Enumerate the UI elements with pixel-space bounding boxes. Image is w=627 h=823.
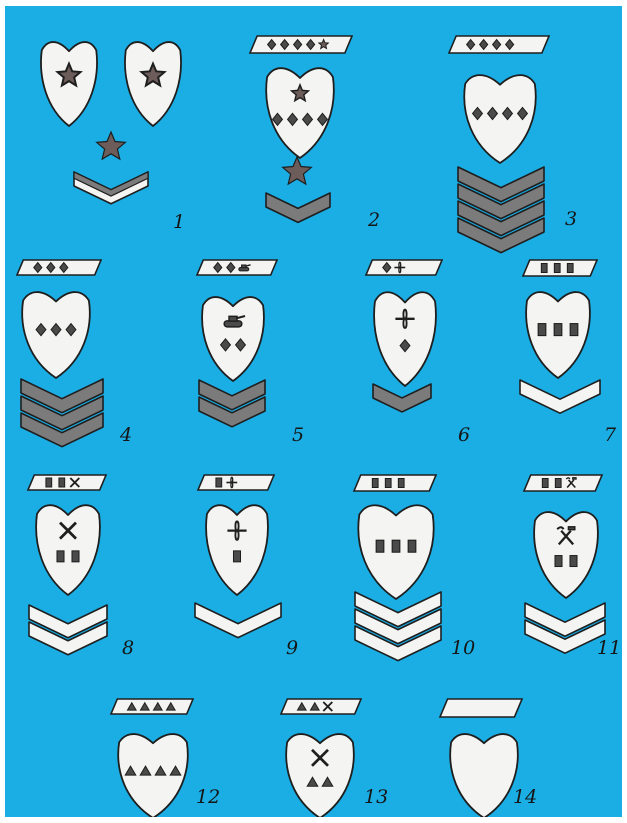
chevron-stripe: [266, 193, 330, 222]
shoulder-board-shield: [534, 512, 598, 598]
item-number-7: 7: [604, 426, 616, 445]
item-number-1: 1: [173, 213, 185, 232]
insignia-set-1: [41, 42, 181, 204]
shoulder-board-shield: [286, 734, 354, 817]
sleeve-star-icon: [97, 132, 126, 159]
shoulder-board-shield: [125, 42, 181, 126]
insignia-set-8: [28, 475, 107, 655]
shoulder-board-shield: [450, 734, 518, 817]
bar-rank-mark: [57, 551, 64, 562]
collar-tab: [524, 475, 602, 491]
insignia-set-3: [449, 36, 549, 253]
insignia-set-10: [354, 475, 441, 661]
item-number-9: 9: [286, 639, 298, 658]
tank-turret: [229, 316, 237, 321]
hammer-head: [573, 478, 577, 480]
bar-rank-mark: [376, 540, 384, 552]
insignia-set-11: [524, 475, 605, 653]
shoulder-board-shield: [36, 505, 100, 595]
insignia-set-12: [111, 699, 193, 817]
bar-rank-mark: [542, 479, 548, 488]
bar-rank-mark: [72, 551, 79, 562]
chevron-stripe: [195, 603, 281, 638]
bar-rank-mark: [538, 324, 546, 336]
bar-rank-mark: [385, 479, 391, 488]
insignia-set-14: [440, 699, 522, 817]
chevron-stripe: [373, 384, 431, 412]
bar-rank-mark: [46, 478, 52, 487]
item-number-11: 11: [597, 639, 621, 658]
insignia-set-2: [250, 36, 352, 222]
tank-turret: [242, 265, 247, 268]
bar-rank-mark: [216, 478, 222, 487]
bar-rank-mark: [59, 478, 65, 487]
collar-tab: [440, 699, 522, 717]
shoulder-board-shield: [464, 75, 535, 163]
bar-rank-mark: [555, 479, 561, 488]
hammer-head: [568, 527, 574, 530]
sleeve-star-icon: [283, 157, 312, 184]
bar-rank-mark: [554, 324, 562, 336]
collar-tab: [28, 475, 106, 490]
item-number-6: 6: [458, 426, 470, 445]
collar-tab: [354, 475, 436, 491]
shoulder-board-shield: [202, 297, 264, 381]
item-number-14: 14: [513, 788, 537, 807]
insignia-drawing: [5, 6, 622, 817]
bar-rank-mark: [541, 264, 547, 273]
item-number-13: 13: [364, 788, 388, 807]
insignia-set-4: [17, 260, 103, 447]
insignia-set-5: [197, 260, 277, 427]
chevron-top-band: [74, 172, 148, 196]
bar-rank-mark: [372, 479, 378, 488]
bar-rank-mark: [392, 540, 400, 552]
bar-rank-mark: [570, 324, 578, 336]
bar-rank-mark: [567, 264, 573, 273]
shoulder-board-shield: [41, 42, 97, 126]
bar-rank-mark: [570, 556, 577, 567]
item-number-5: 5: [292, 426, 304, 445]
collar-tab: [17, 260, 101, 275]
insignia-set-13: [281, 699, 361, 817]
bar-rank-mark: [233, 551, 240, 562]
bar-rank-mark: [554, 264, 560, 273]
item-number-2: 2: [368, 211, 380, 230]
collar-tab: [111, 699, 193, 714]
shoulder-board-shield: [206, 505, 268, 595]
item-number-3: 3: [565, 210, 577, 229]
item-number-4: 4: [120, 426, 132, 445]
collar-tab: [281, 699, 361, 714]
collar-tab: [197, 260, 277, 275]
insignia-set-7: [520, 260, 600, 413]
insignia-set-9: [195, 475, 281, 638]
item-number-12: 12: [196, 788, 220, 807]
bar-rank-mark: [555, 556, 562, 567]
item-number-10: 10: [451, 639, 475, 658]
item-number-8: 8: [122, 639, 134, 658]
insignia-plate: 1 2 3 4 5 6 7 8 9 10 11 12 13 14: [5, 6, 622, 817]
bar-rank-mark: [408, 540, 416, 552]
chevron-stripe: [520, 380, 600, 413]
insignia-set-6: [366, 260, 442, 412]
shoulder-board-shield: [266, 68, 334, 158]
bar-rank-mark: [398, 479, 404, 488]
